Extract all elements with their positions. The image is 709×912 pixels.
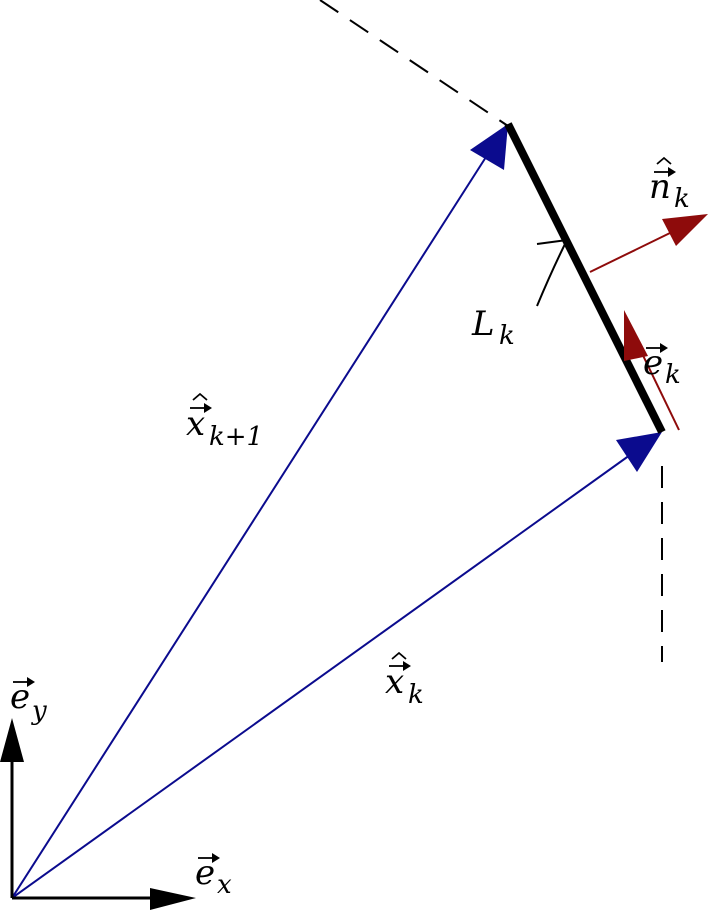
label-e-k: e k [643, 343, 681, 390]
label-e-y-base: e [10, 677, 30, 717]
label-n-k-base: n [649, 167, 671, 207]
vector-e-k [624, 310, 680, 431]
label-x-k-base: x [385, 662, 404, 702]
label-e-x: e x [195, 853, 232, 900]
label-e-y: e y [10, 677, 47, 726]
label-e-y-sub: y [31, 696, 47, 726]
label-x-k-plus-1: x k+1 [186, 392, 263, 452]
label-e-x-sub: x [217, 870, 232, 900]
vector-x-k-plus-1 [11, 124, 508, 899]
segment-L-k [504, 122, 666, 434]
dashed-line-upper [319, 0, 509, 127]
label-n-k-sub: k [674, 184, 690, 214]
label-L-k-base: L [471, 304, 495, 344]
axis-e-y [0, 718, 24, 898]
label-L-k-sub: k [499, 321, 515, 351]
L-k-leader-line [536, 238, 569, 307]
label-x-k: x k [385, 651, 424, 710]
vector-n-k [589, 214, 708, 273]
label-e-k-base: e [643, 343, 663, 383]
label-e-x-base: e [195, 853, 215, 893]
label-x-k-plus-1-sub: k+1 [209, 422, 263, 452]
label-x-k-plus-1-base: x [186, 404, 205, 444]
axis-e-x [12, 888, 196, 910]
vector-x-k [11, 432, 662, 899]
label-x-k-sub: k [408, 680, 424, 710]
label-n-k: n k [649, 156, 690, 214]
label-e-k-sub: k [665, 360, 681, 390]
label-L-k: L k [471, 304, 515, 351]
